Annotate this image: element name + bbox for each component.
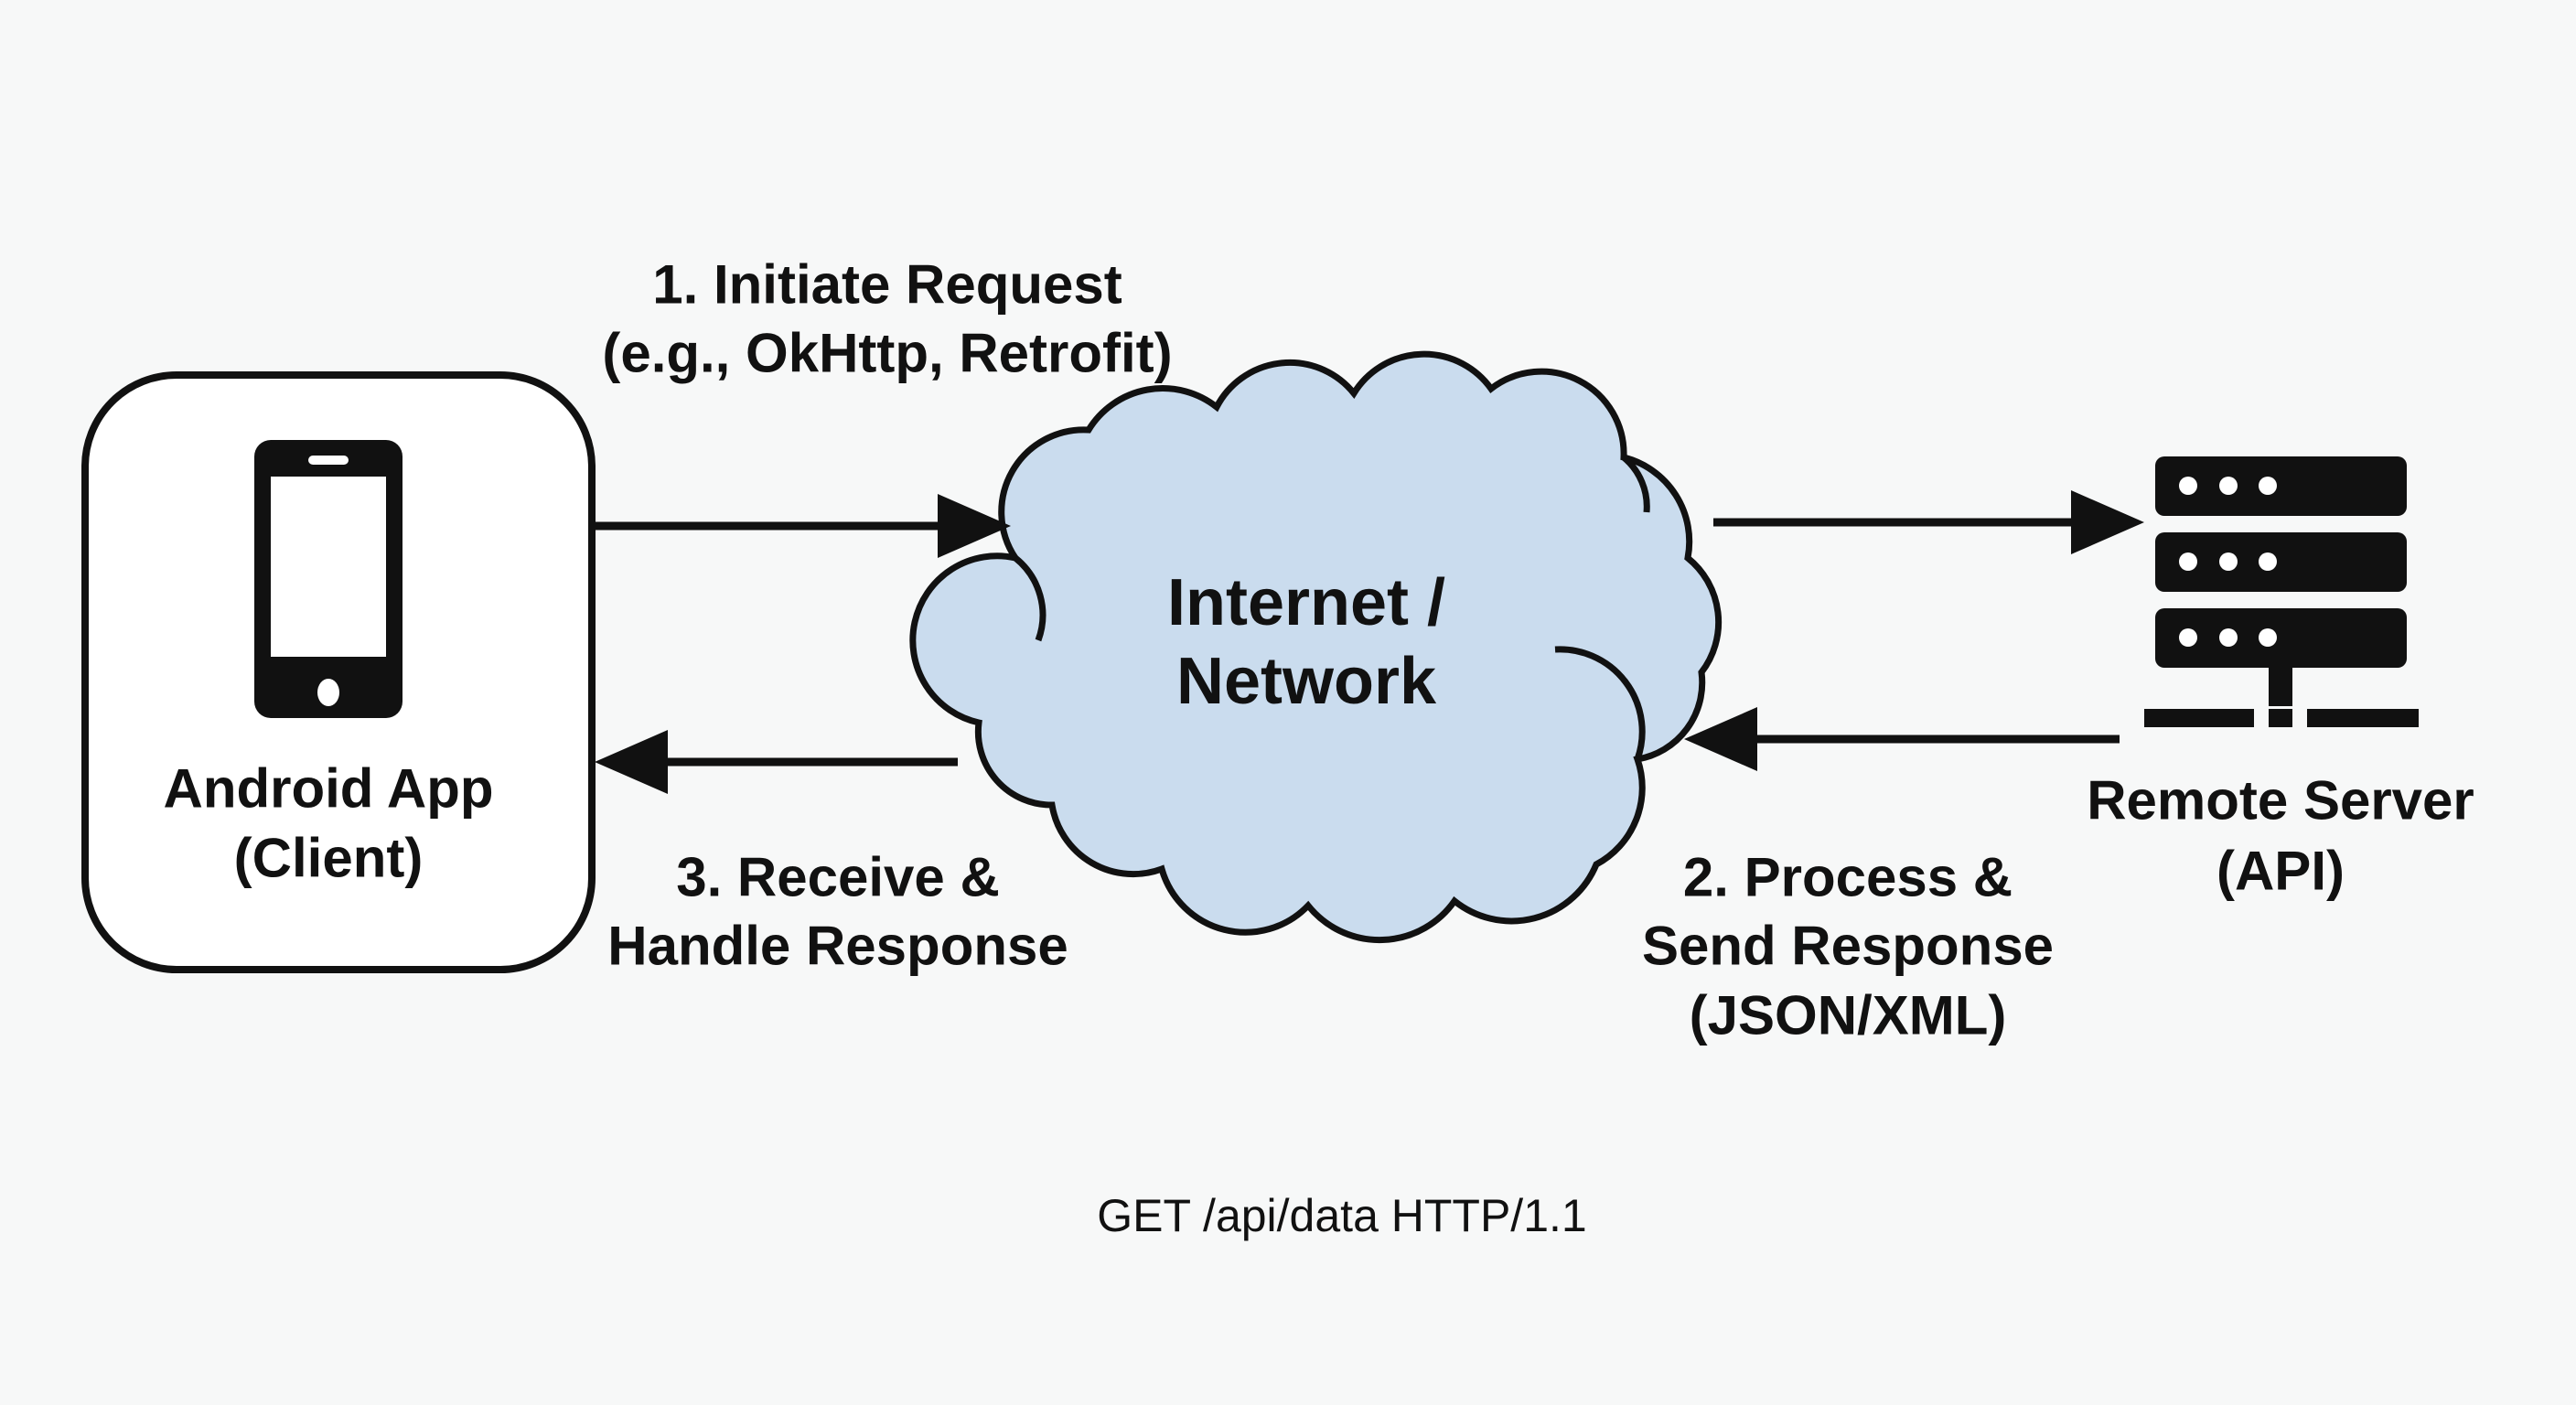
network-label-line1: Internet / [1167, 566, 1445, 639]
client-label-line2: (Client) [234, 828, 424, 889]
http-request-caption: GET /api/data HTTP/1.1 [1097, 1190, 1586, 1241]
step-request-line1: 1. Initiate Request [652, 254, 1122, 316]
step-process-line2: Send Response [1642, 916, 2054, 977]
network-node: Internet / Network [909, 350, 1723, 944]
step-receive-line2: Handle Response [607, 916, 1068, 977]
step-request-line2: (e.g., OkHttp, Retrofit) [602, 323, 1172, 384]
network-label-line2: Network [1176, 645, 1437, 718]
cloud-icon [909, 350, 1723, 944]
server-label-line2: (API) [2216, 841, 2345, 902]
arrow-network-to-client [595, 730, 958, 794]
server-label-line1: Remote Server [2087, 770, 2474, 831]
step-process-line3: (JSON/XML) [1690, 985, 2007, 1046]
step-process-line1: 2. Process & [1683, 847, 2012, 908]
arrow-server-to-network [1684, 707, 2120, 771]
smartphone-icon [254, 440, 402, 718]
client-label-line1: Android App [163, 758, 493, 820]
arrow-client-to-network [592, 494, 1011, 558]
server-node: Remote Server (API) [2087, 456, 2474, 902]
server-icon [2144, 456, 2419, 727]
arrow-network-to-server [1713, 490, 2144, 554]
step-receive-line1: 3. Receive & [676, 847, 1000, 908]
client-node: Android App (Client) [81, 371, 596, 973]
